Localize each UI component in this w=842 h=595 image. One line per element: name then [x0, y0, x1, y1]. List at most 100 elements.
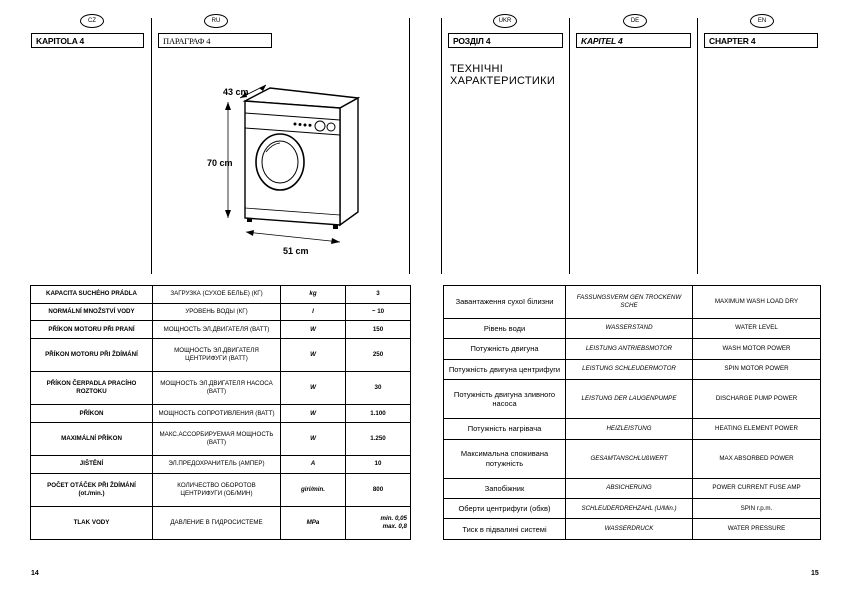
cell-unit: MPa [280, 505, 346, 541]
depth-label: 43 cm [223, 87, 249, 97]
cell-value: 800 [345, 472, 411, 507]
cell-en: SPIN r.p.m. [692, 497, 821, 520]
cell-ukr: Оберти центрифуги (обхв) [443, 497, 566, 520]
cell-value: 150 [345, 320, 411, 339]
cell-ukr: Потужність двигуна [443, 338, 566, 360]
cell-ru: ЗАГРУЗКА (СУХОЕ БЕЛЬЕ) (КГ) [152, 285, 281, 304]
cell-en: WASH MOTOR POWER [692, 338, 821, 360]
cell-ru: МОЩНОСТЬ СОПРОТИВЛЕНИЯ (ВАТТ) [152, 404, 281, 423]
cell-de: SCHLEUDERDREHZAHL (U/Min.) [565, 497, 693, 520]
cell-cz: PŘÍKON MOTORU PŘI ŽDÍMÁNÍ [30, 337, 153, 372]
cell-ukr: Завантаження сухої білизни [443, 285, 566, 319]
cell-ukr: Запобіжник [443, 477, 566, 500]
cell-ukr: Потужність двигуна центрифуги [443, 358, 566, 381]
column-divider [441, 18, 442, 274]
cell-en: WATER LEVEL [692, 317, 821, 340]
chapter-de: KAPITEL 4 [576, 33, 691, 48]
page-number-right: 15 [811, 570, 819, 577]
cell-cz: MAXIMÁLNÍ PŘÍKON [30, 421, 153, 456]
cell-ru: МОЩНОСТЬ ЭЛ.ДВИГАТЕЛЯ (ВАТТ) [152, 320, 281, 339]
column-divider [409, 18, 410, 274]
cell-value: 250 [345, 337, 411, 372]
cell-de: LEISTUNG DER LAUGENPUMPE [565, 379, 693, 420]
cell-ukr: Тиск в підвалині системі [443, 518, 566, 540]
cell-unit: A [280, 454, 346, 474]
cell-cz: PŘÍKON ČERPADLA PRACÍHO ROZTOKU [30, 370, 153, 406]
cell-value: 10 [345, 454, 411, 474]
column-divider [151, 18, 152, 274]
chapter-en: CHAPTER 4 [704, 33, 818, 48]
cell-de: LEISTUNG ANTRIEBSMOTOR [565, 338, 693, 360]
cell-value: min. 0,05 max. 0,8 [345, 505, 411, 541]
cell-de: WASSERDRUCK [565, 518, 693, 540]
section-title-line2: ХАРАКТЕРИСТИКИ [450, 75, 556, 87]
cell-de: LEISTUNG SCHLEUDERMOTOR [565, 358, 693, 381]
cell-unit: kg [280, 285, 346, 304]
cell-ru: ДАВЛЕНИЕ В ГИДРОСИСТЕМЕ [152, 505, 281, 541]
cell-unit: W [280, 337, 346, 372]
cell-en: POWER CURRENT FUSE AMP [692, 477, 821, 500]
table-row: POČET OTÁČEK PŘI ŽDÍMÁNÍ (ot./min.)КОЛИЧ… [30, 472, 411, 507]
cell-ukr: Потужність нагрівача [443, 418, 566, 440]
cell-unit: W [280, 320, 346, 339]
cell-en: HEATING ELEMENT POWER [692, 418, 821, 440]
cell-cz: KAPACITA SUCHÉHO PRÁDLA [30, 285, 153, 304]
flag-cz-icon: CZ [80, 14, 104, 28]
chapter-ru: ПАРАГРАФ 4 [158, 33, 272, 48]
cell-ukr: Рівень води [443, 317, 566, 340]
cell-en: DISCHARGE PUMP POWER [692, 379, 821, 420]
cell-ru: КОЛИЧЕСТВО ОБОРОТОВ ЦЕНТРИФУГИ (ОБ/МИН) [152, 472, 281, 507]
cell-unit: W [280, 370, 346, 406]
page-number-left: 14 [31, 570, 39, 577]
cell-ru: МОЩНОСТЬ ЭЛ.ДВИГАТЕЛЯ ЦЕНТРИФУГИ (ВАТТ) [152, 337, 281, 372]
column-divider [697, 18, 698, 274]
cell-de: FASSUNGSVERM GEN TROCKENW SCHE [565, 285, 693, 319]
cell-ru: МАКС.АССОРБИРУЕМАЯ МОЩНОСТЬ (ВАТТ) [152, 421, 281, 456]
cell-value: 3 [345, 285, 411, 304]
cell-cz: POČET OTÁČEK PŘI ŽDÍMÁNÍ (ot./min.) [30, 472, 153, 507]
cell-de: HEIZLEISTUNG [565, 418, 693, 440]
cell-unit: giri/min. [280, 472, 346, 507]
cell-en: SPIN MOTOR POWER [692, 358, 821, 381]
cell-ru: УРОВЕНЬ ВОДЫ (КГ) [152, 302, 281, 322]
cell-ru: МОЩНОСТЬ ЭЛ.ДВИГАТЕЛЯ НАСОСА (ВАТТ) [152, 370, 281, 406]
cell-cz: JIŠTĚNÍ [30, 454, 153, 474]
height-label: 70 cm [207, 158, 233, 168]
width-label: 51 cm [283, 246, 309, 256]
washing-machine-diagram [225, 84, 361, 244]
cell-ukr: Максимальна споживана потужність [443, 438, 566, 479]
table-row: Оберти центрифуги (обхв)SCHLEUDERDREHZAH… [443, 497, 821, 520]
cell-de: GESAMTANSCHLUßWERT [565, 438, 693, 479]
cell-unit: W [280, 421, 346, 456]
cell-cz: NORMÁLNÍ MNOŽSTVÍ VODY [30, 302, 153, 322]
chapter-ukr: РОЗДІЛ 4 [448, 33, 563, 48]
cell-cz: PŘÍKON MOTORU PŘI PRANÍ [30, 320, 153, 339]
cell-de: WASSERSTAND [565, 317, 693, 340]
cell-ru: ЭЛ.ПРЕДОХРАНИТЕЛЬ (АМПЕР) [152, 454, 281, 474]
column-divider [569, 18, 570, 274]
cell-value: ~ 10 [345, 302, 411, 322]
flag-ukr-icon: UKR [493, 14, 517, 28]
flag-en-icon: EN [750, 14, 774, 28]
cell-de: ABSICHERUNG [565, 477, 693, 500]
cell-en: MAX ABSORBED POWER [692, 438, 821, 479]
flag-ru-icon: RU [204, 14, 228, 28]
